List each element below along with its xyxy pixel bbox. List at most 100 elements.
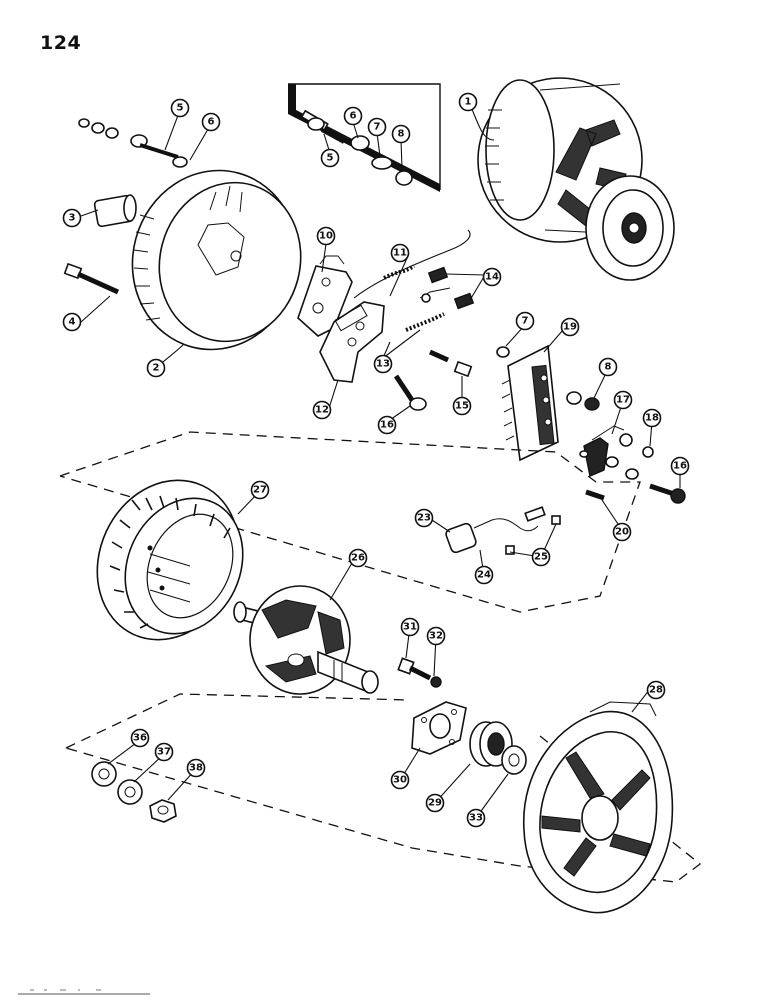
callout-31: 31 <box>400 617 420 637</box>
callout-5a: 5 <box>170 98 190 118</box>
svg-text:25: 25 <box>534 552 548 563</box>
svg-text:36: 36 <box>133 733 147 744</box>
scan-edge-marks <box>18 989 150 995</box>
drive-end-frame <box>523 701 674 914</box>
inset-washer <box>371 156 393 170</box>
svg-text:7: 7 <box>374 122 381 133</box>
bolt-and-washer <box>397 657 442 688</box>
svg-text:2: 2 <box>153 363 160 374</box>
stator-group-boundary <box>59 431 641 613</box>
svg-text:23: 23 <box>417 513 431 524</box>
svg-text:5: 5 <box>327 153 334 164</box>
callout-5b: 5 <box>320 148 340 168</box>
callout-8a: 8 <box>391 124 411 144</box>
slip-ring-end-frame <box>131 169 302 351</box>
callout-6a: 6 <box>201 112 221 132</box>
inset-bolt <box>300 109 345 144</box>
lead-wire <box>353 229 471 299</box>
inset-nut <box>395 170 413 186</box>
callout-18: 18 <box>642 408 662 428</box>
callout-37: 37 <box>154 742 174 762</box>
callout-16b: 16 <box>670 456 690 476</box>
callout-38: 38 <box>186 758 206 778</box>
svg-text:13: 13 <box>376 359 390 370</box>
svg-text:26: 26 <box>351 553 365 564</box>
callout-1: 1 <box>458 92 478 112</box>
svg-text:33: 33 <box>469 813 483 824</box>
svg-text:5: 5 <box>177 103 184 114</box>
svg-text:24: 24 <box>477 570 491 581</box>
callout-14: 14 <box>482 267 502 287</box>
callout-4: 4 <box>62 312 82 332</box>
svg-text:18: 18 <box>645 413 659 424</box>
callout-7b: 7 <box>515 311 535 331</box>
brush-holder-bracket <box>319 264 445 383</box>
svg-text:4: 4 <box>69 317 76 328</box>
svg-text:12: 12 <box>315 405 329 416</box>
callout-32: 32 <box>426 626 446 646</box>
svg-text:29: 29 <box>428 798 442 809</box>
svg-text:11: 11 <box>393 248 407 259</box>
callout-12: 12 <box>312 400 332 420</box>
rotor <box>233 585 379 695</box>
through-bolt <box>63 262 120 295</box>
callout-33: 33 <box>466 808 486 828</box>
callout-11: 11 <box>390 243 410 263</box>
callouts: 1 2 3 4 5 6 5 6 7 8 10 11 12 13 14 15 16… <box>62 92 690 828</box>
regulator-hardware <box>566 391 686 504</box>
pulley-hardware <box>91 761 177 823</box>
bearing <box>93 194 137 228</box>
svg-text:1: 1 <box>465 97 472 108</box>
svg-text:37: 37 <box>157 747 171 758</box>
brush-holder <box>297 255 353 337</box>
svg-text:8: 8 <box>605 362 612 373</box>
svg-text:28: 28 <box>649 685 663 696</box>
inset-insulator <box>350 135 370 151</box>
svg-text:10: 10 <box>319 231 333 242</box>
svg-text:16: 16 <box>380 420 394 431</box>
callout-24: 24 <box>474 565 494 585</box>
svg-text:31: 31 <box>403 622 417 633</box>
callout-7a: 7 <box>367 117 387 137</box>
svg-text:20: 20 <box>615 527 629 538</box>
inset-box <box>288 83 441 192</box>
svg-text:30: 30 <box>393 775 407 786</box>
svg-text:32: 32 <box>429 631 443 642</box>
callout-27: 27 <box>250 480 270 500</box>
svg-text:38: 38 <box>189 763 203 774</box>
callout-26: 26 <box>348 548 368 568</box>
callout-17: 17 <box>613 390 633 410</box>
voltage-regulator <box>445 506 561 555</box>
alternator-assembly <box>477 77 675 281</box>
callout-15: 15 <box>452 396 472 416</box>
stator <box>96 479 244 641</box>
svg-text:8: 8 <box>398 129 405 140</box>
svg-text:27: 27 <box>253 485 267 496</box>
screws-15-16 <box>393 349 473 411</box>
callout-23: 23 <box>414 508 434 528</box>
svg-text:6: 6 <box>208 117 215 128</box>
callout-10: 10 <box>316 226 336 246</box>
svg-text:3: 3 <box>69 213 76 224</box>
drive-end-bearing <box>469 721 513 767</box>
brushes <box>419 266 475 310</box>
svg-text:19: 19 <box>563 322 577 333</box>
retainer-plate <box>411 701 467 755</box>
terminal-hardware <box>78 118 188 168</box>
page-number: 124 <box>40 32 82 54</box>
callout-8b: 8 <box>598 357 618 377</box>
callout-36: 36 <box>130 728 150 748</box>
callout-20: 20 <box>612 522 632 542</box>
callout-19: 19 <box>560 317 580 337</box>
svg-text:17: 17 <box>616 395 630 406</box>
callout-6b: 6 <box>343 106 363 126</box>
callout-16a: 16 <box>377 415 397 435</box>
callout-28: 28 <box>646 680 666 700</box>
callout-3: 3 <box>62 208 82 228</box>
callout-13: 13 <box>373 354 393 374</box>
svg-text:7: 7 <box>522 316 529 327</box>
rectifier-bridge <box>496 344 559 462</box>
svg-text:14: 14 <box>485 272 499 283</box>
svg-text:15: 15 <box>455 401 469 412</box>
